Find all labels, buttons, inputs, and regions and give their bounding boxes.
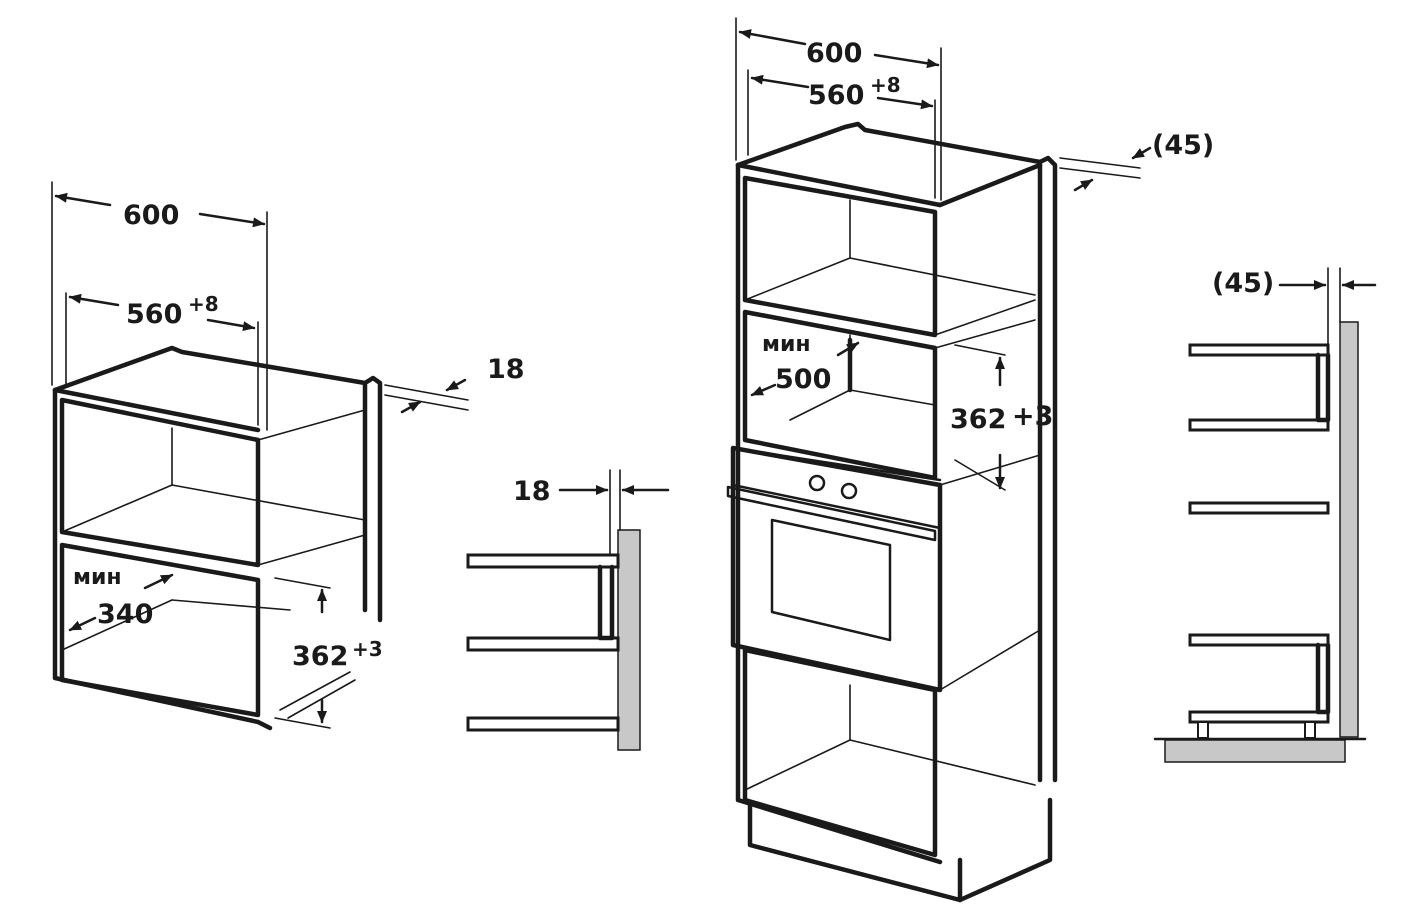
left-niche-height-tolerance: +3 [352, 637, 383, 661]
right-side-view [1153, 267, 1377, 763]
left-min-label: мин [73, 565, 122, 590]
tall-min-label: мин [762, 332, 811, 357]
left-width-label: 600 [123, 200, 179, 231]
left-inner-width-tolerance: +8 [188, 292, 219, 316]
left-panel-thickness-label: 18 [487, 354, 525, 385]
tall-min-depth-label: 500 [775, 364, 831, 395]
tall-niche-height-label: 362 [950, 404, 1006, 435]
left-min-depth-label: 340 [97, 599, 153, 630]
tall-niche-height-tolerance: +3 [1012, 401, 1053, 432]
tall-cabinet [726, 17, 1152, 903]
tall-inner-width-label: 560 [808, 80, 864, 111]
tall-width-label: 600 [806, 38, 862, 69]
left-niche-height-label: 362 [292, 641, 348, 672]
right-back-gap-label: (45) [1212, 268, 1274, 299]
left-side-thickness-label: 18 [513, 476, 551, 507]
tall-back-gap-label: (45) [1152, 130, 1214, 161]
left-cabinet [51, 181, 469, 731]
left-side-view [466, 469, 670, 751]
left-inner-width-label: 560 [126, 299, 182, 330]
tall-inner-width-tolerance: +8 [870, 73, 901, 97]
